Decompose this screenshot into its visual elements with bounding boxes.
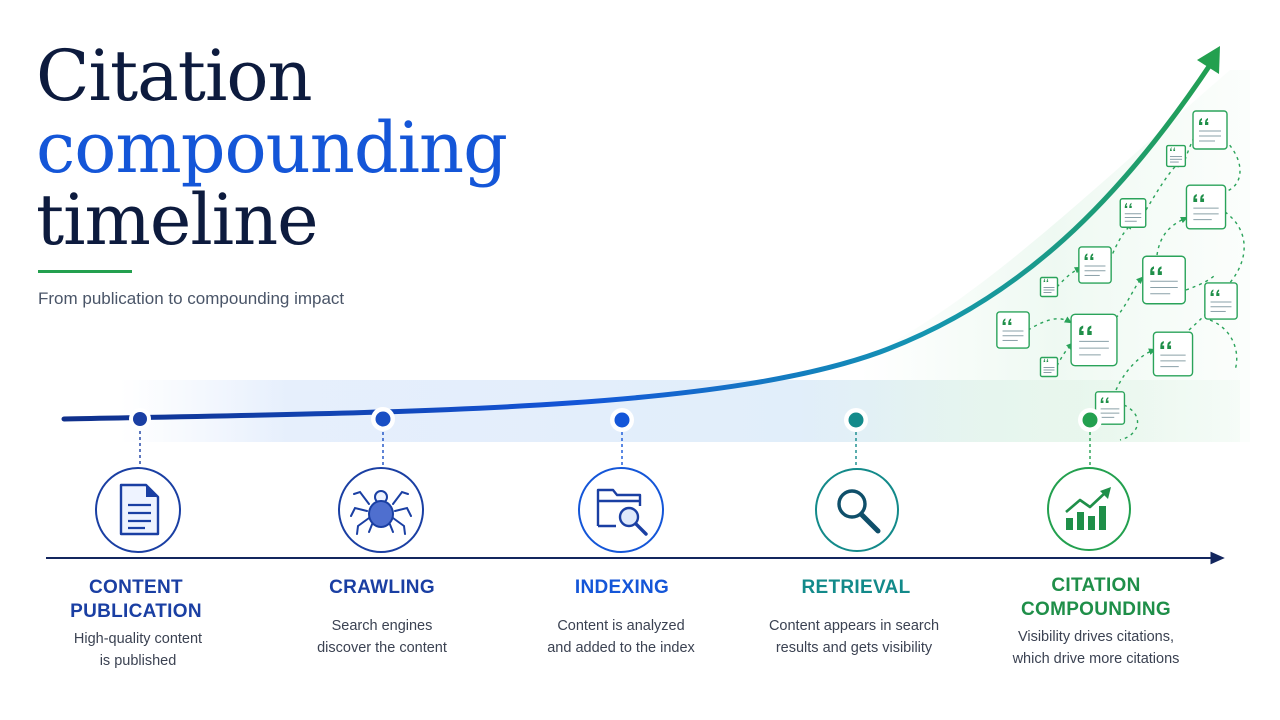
spider-icon — [350, 490, 412, 535]
stage-desc-line: results and gets visibility — [775, 640, 933, 656]
document-icon — [119, 483, 160, 536]
stage-label-line: RETRIEVAL — [801, 577, 911, 598]
citation-doc-icon — [1070, 313, 1118, 367]
stage-icon-4 — [815, 468, 899, 552]
stage-label-line: CITATION — [1051, 575, 1141, 596]
subtitle: From publication to compounding impact — [38, 289, 345, 308]
stage-label-line: COMPOUNDING — [1020, 599, 1172, 620]
magnifier-icon — [837, 489, 881, 534]
stage-desc-citation-compounding: Visibility drives citations, which drive… — [986, 626, 1206, 670]
stage-desc-line: which drive more citations — [1012, 651, 1180, 667]
citation-doc-icon — [1152, 331, 1194, 377]
curve-arrowhead — [1197, 46, 1220, 74]
stage-label-line: CRAWLING — [329, 577, 435, 598]
stage-label-content-publication: CONTENT PUBLICATION — [26, 576, 246, 624]
citation-doc-icon — [1119, 198, 1147, 228]
growth-curve — [61, 59, 1215, 422]
stage-label-line: PUBLICATION — [70, 601, 202, 622]
curve-marker-4 — [844, 408, 868, 432]
stage-desc-line: is published — [99, 653, 177, 669]
stage-label-retrieval: RETRIEVAL — [746, 576, 966, 600]
stage-desc-indexing: Content is analyzed and added to the ind… — [511, 615, 731, 659]
curve-marker-3 — [610, 408, 634, 432]
folder-search-icon — [596, 488, 648, 536]
curve-marker-5 — [1078, 408, 1102, 432]
stage-icon-2 — [338, 467, 424, 553]
title-line-1: Citation — [36, 35, 313, 117]
citation-doc-icon — [1094, 391, 1126, 425]
stage-icon-5 — [1047, 467, 1131, 551]
title-block: Citation compounding timeline — [36, 35, 508, 261]
curve-marker-2 — [371, 407, 395, 431]
stage-desc-line: and added to the index — [547, 640, 695, 656]
stage-label-line: CONTENT — [89, 577, 183, 598]
citation-doc-icon — [1039, 356, 1059, 378]
citation-doc-icon — [1142, 255, 1186, 305]
stage-desc-crawling: Search engines discover the content — [272, 615, 492, 659]
citation-doc-icon — [1185, 184, 1227, 230]
citation-doc-icon — [1192, 110, 1228, 150]
growth-glow — [860, 70, 1250, 442]
citation-cluster — [996, 110, 1245, 441]
citation-doc-icon — [996, 311, 1030, 349]
title-line-2: compounding — [36, 107, 508, 189]
citation-doc-icon — [1039, 276, 1059, 298]
growth-chart-icon — [1065, 487, 1111, 530]
title-line-3: timeline — [36, 179, 319, 261]
stage-desc-line: Content appears in search — [768, 618, 940, 634]
stage-icon-1 — [95, 467, 181, 553]
stage-label-line: INDEXING — [574, 577, 670, 598]
curve-markers — [129, 407, 1102, 432]
curve-marker-1 — [129, 408, 151, 430]
stage-desc-line: Search engines — [331, 618, 433, 634]
title-underline — [38, 270, 132, 273]
citation-doc-icon — [1165, 144, 1187, 168]
stage-label-citation-compounding: CITATION COMPOUNDING — [986, 574, 1206, 622]
citation-doc-icon — [1078, 246, 1112, 284]
citation-doc-icon — [1204, 282, 1238, 320]
stage-desc-retrieval: Content appears in search results and ge… — [744, 615, 964, 659]
stage-desc-content-publication: High-quality content is published — [28, 628, 248, 672]
stage-label-indexing: INDEXING — [512, 576, 732, 600]
stage-desc-line: Content is analyzed — [557, 618, 685, 634]
stage-label-crawling: CRAWLING — [272, 576, 492, 600]
stage-desc-line: High-quality content — [73, 631, 203, 647]
stage-desc-line: Visibility drives citations, — [1017, 629, 1175, 645]
stage-desc-line: discover the content — [317, 640, 447, 656]
stage-icon-3 — [578, 467, 664, 553]
